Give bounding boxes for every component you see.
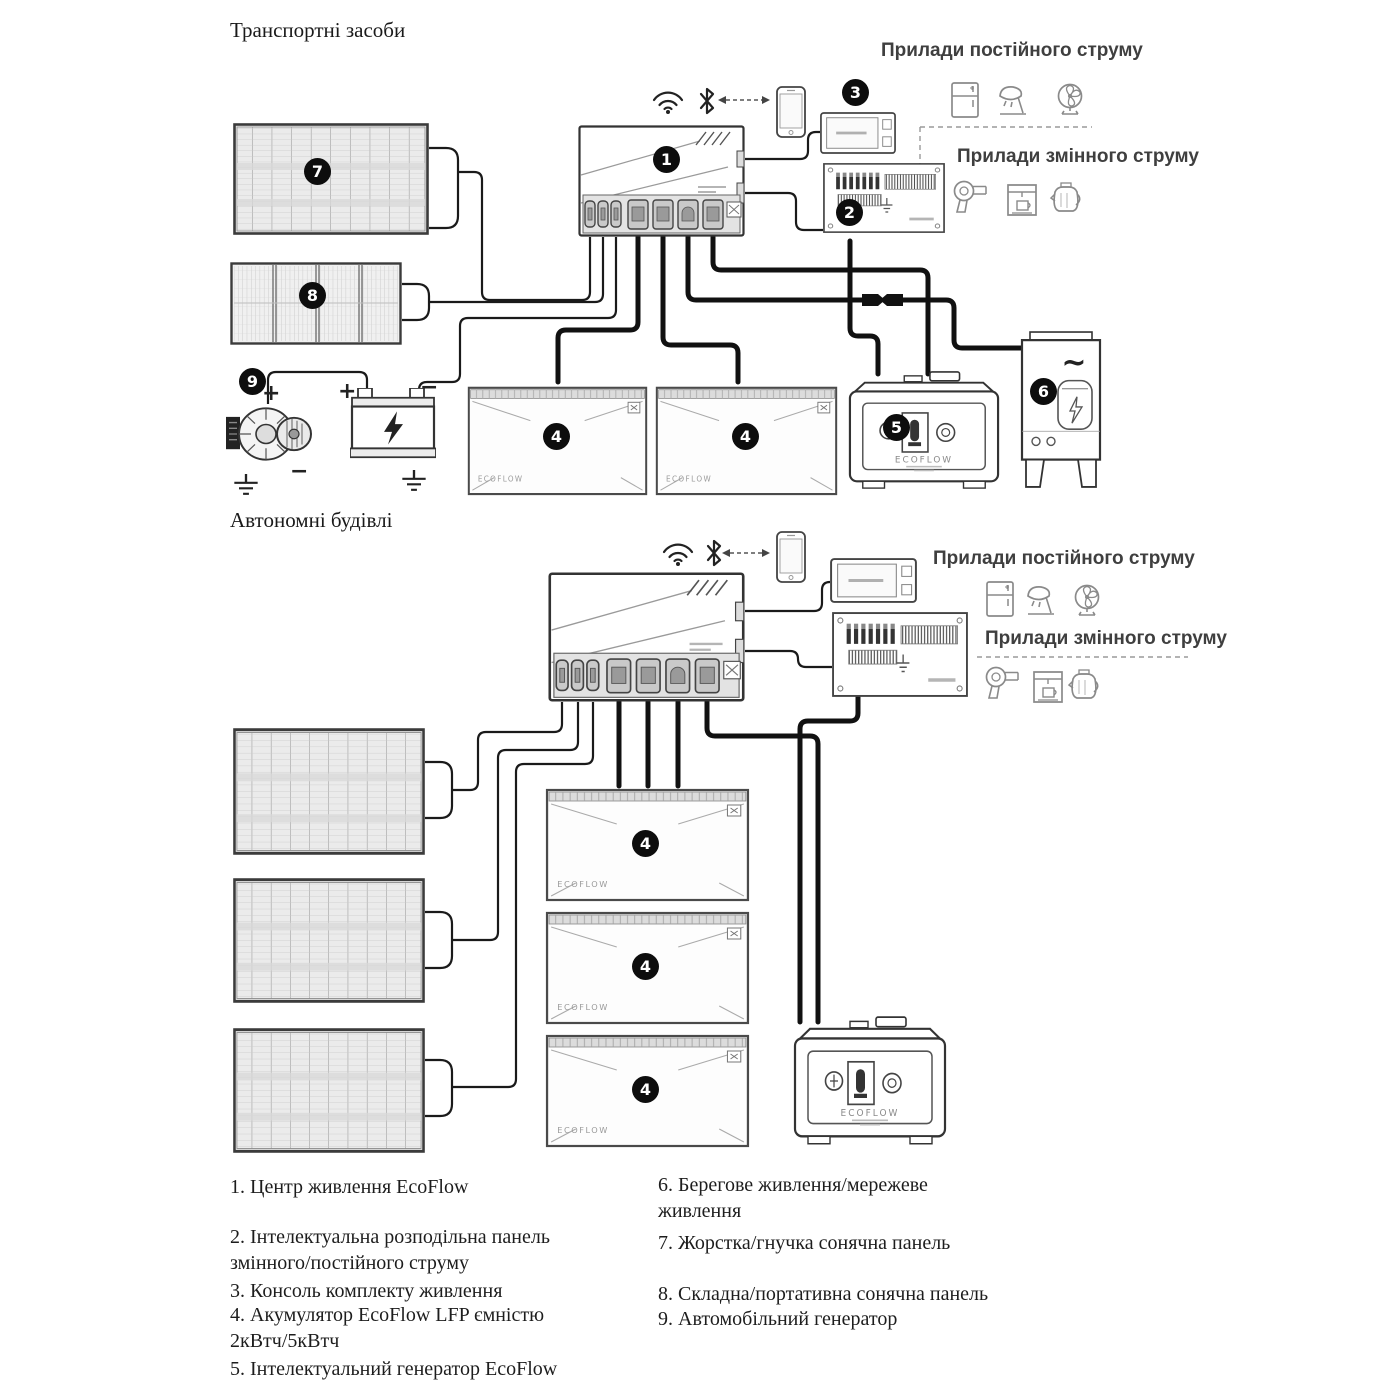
solar-connector-2 bbox=[425, 910, 454, 970]
badge-battery-2: 4 bbox=[732, 423, 759, 450]
wire-battery-hub bbox=[417, 237, 618, 398]
wireless-link-arrow bbox=[718, 96, 770, 104]
thick-wires-vehicles bbox=[555, 234, 1025, 385]
kettle-icon bbox=[1050, 182, 1081, 212]
hair-dryer-icon-2 bbox=[985, 666, 1019, 699]
badge-generator: 5 bbox=[883, 414, 910, 441]
wire-panel-generator-2 bbox=[797, 694, 861, 1025]
vehicles-diagram: + + − − bbox=[226, 82, 1102, 496]
fan-icon-2 bbox=[1074, 584, 1100, 616]
wire-hub-distpanel bbox=[745, 191, 823, 232]
legend-item-6: 6. Берегове живлення/мережеве живлення bbox=[658, 1174, 928, 1222]
section-title-offgrid: Автономні будівлі bbox=[230, 508, 393, 532]
smart-distribution-panel-2 bbox=[832, 612, 968, 697]
wire-solar7-hub bbox=[458, 170, 592, 302]
plus-sign-battery: + bbox=[338, 379, 356, 404]
solar-panel-b bbox=[233, 878, 425, 1003]
legend-item-3: 3. Консоль комплекту живлення bbox=[230, 1280, 503, 1302]
rigid-solar-panel bbox=[233, 123, 429, 235]
solar7-connector bbox=[429, 146, 460, 230]
wire-hub-plug bbox=[685, 234, 865, 303]
badge-shore-power: 6 bbox=[1030, 378, 1057, 405]
solar-connector-1 bbox=[425, 760, 454, 820]
wire-hub-battery2 bbox=[660, 234, 741, 385]
smart-generator bbox=[848, 370, 1000, 490]
dc-appliances-label: Прилади постійного струму bbox=[881, 40, 1143, 61]
badge-alternator: 9 bbox=[239, 368, 266, 395]
wireless-link-arrow-2 bbox=[722, 549, 770, 557]
power-kit-console-2 bbox=[830, 558, 917, 603]
fridge-icon-2 bbox=[986, 581, 1014, 617]
fridge-icon bbox=[951, 82, 979, 118]
smartphone-app-2 bbox=[776, 531, 806, 583]
bluetooth-icon-2 bbox=[706, 539, 722, 567]
legend-item-4: 4. Акумулятор EcoFlow LFP ємністю 2кВтч/… bbox=[230, 1304, 545, 1352]
badge-dist-panel: 2 bbox=[836, 199, 863, 226]
ac-appliances-label: Прилади змінного струму bbox=[957, 146, 1199, 167]
thin-wires-vehicles bbox=[266, 130, 823, 404]
thick-wires-offgrid bbox=[616, 694, 861, 1025]
wire-solar1-hub bbox=[452, 702, 564, 792]
bluetooth-icon bbox=[699, 87, 715, 115]
ground-symbol-battery bbox=[401, 470, 427, 491]
legend-item-1: 1. Центр живлення EcoFlow bbox=[230, 1176, 469, 1198]
wire-hub-console-2 bbox=[745, 580, 831, 613]
legend-item-5: 5. Інтелектуальний генератор EcoFlow bbox=[230, 1358, 558, 1380]
legend-item-7: 7. Жорстка/гнучка сонячна панель bbox=[658, 1232, 951, 1254]
shore-power-pedestal bbox=[1020, 330, 1102, 489]
badge-portable-solar: 8 bbox=[299, 282, 326, 309]
wifi-icon bbox=[652, 91, 684, 114]
ac-appliances-label-2: Прилади змінного струму bbox=[985, 628, 1227, 649]
badge-battery-stack-3: 4 bbox=[632, 1076, 659, 1103]
smartphone-app bbox=[776, 86, 806, 138]
thin-wires-offgrid bbox=[425, 580, 832, 1118]
solar-panel-c bbox=[233, 1028, 425, 1153]
legend-item-9: 9. Автомобільний генератор bbox=[658, 1308, 898, 1330]
desk-lamp-icon bbox=[999, 86, 1027, 115]
wire-solar3-hub bbox=[452, 702, 595, 1089]
badge-rigid-solar: 7 bbox=[304, 158, 331, 185]
car-alternator bbox=[226, 407, 312, 461]
solar-connector-3 bbox=[425, 1058, 454, 1118]
ground-symbol-alternator bbox=[233, 474, 259, 495]
wire-hub-console bbox=[745, 130, 820, 161]
badge-battery-stack-1: 4 bbox=[632, 830, 659, 857]
solar8-connector bbox=[402, 282, 431, 322]
wire-alternator-battery bbox=[266, 370, 369, 404]
dc-appliances-label-2: Прилади постійного струму bbox=[933, 548, 1195, 569]
wifi-icon-2 bbox=[662, 543, 694, 566]
legend-item-8: 8. Складна/портативна сонячна панель bbox=[658, 1283, 989, 1305]
power-hub bbox=[578, 125, 745, 237]
coffee-machine-icon bbox=[1007, 184, 1037, 216]
plus-sign-alternator: + bbox=[262, 381, 280, 406]
badge-battery-stack-2: 4 bbox=[632, 953, 659, 980]
wire-solar8-hub bbox=[429, 237, 605, 304]
wire-solar2-hub bbox=[452, 702, 580, 942]
smart-generator-2 bbox=[793, 1015, 947, 1145]
minus-sign-battery: − bbox=[420, 375, 438, 400]
power-hub-2 bbox=[548, 572, 745, 702]
fan-icon bbox=[1057, 83, 1083, 115]
badge-battery-1: 4 bbox=[543, 423, 570, 450]
wire-panel-generator bbox=[847, 238, 881, 377]
badge-console: 3 bbox=[842, 79, 869, 106]
desk-lamp-icon-2 bbox=[1027, 586, 1055, 615]
offgrid-diagram bbox=[233, 531, 1188, 1153]
solar-panel-a bbox=[233, 728, 425, 855]
badge-power-hub: 1 bbox=[653, 146, 680, 173]
coffee-machine-icon-2 bbox=[1033, 671, 1063, 703]
plug-icon bbox=[862, 294, 903, 306]
power-kit-console bbox=[820, 112, 896, 154]
wire-hub-distpanel-2 bbox=[745, 649, 832, 669]
hair-dryer-icon bbox=[953, 180, 987, 213]
kettle-icon-2 bbox=[1068, 669, 1099, 699]
minus-sign-alternator: − bbox=[290, 459, 308, 484]
section-title-vehicles: Транспортні засоби bbox=[230, 18, 406, 42]
wire-hub-battery1 bbox=[555, 234, 641, 385]
wire-hub-generator bbox=[710, 234, 931, 377]
wire-hub-generator-2 bbox=[704, 699, 821, 1025]
wire-plug-shore bbox=[897, 297, 1025, 351]
legend-item-2: 2. Інтелектуальна розподільна панель змі… bbox=[230, 1226, 550, 1274]
